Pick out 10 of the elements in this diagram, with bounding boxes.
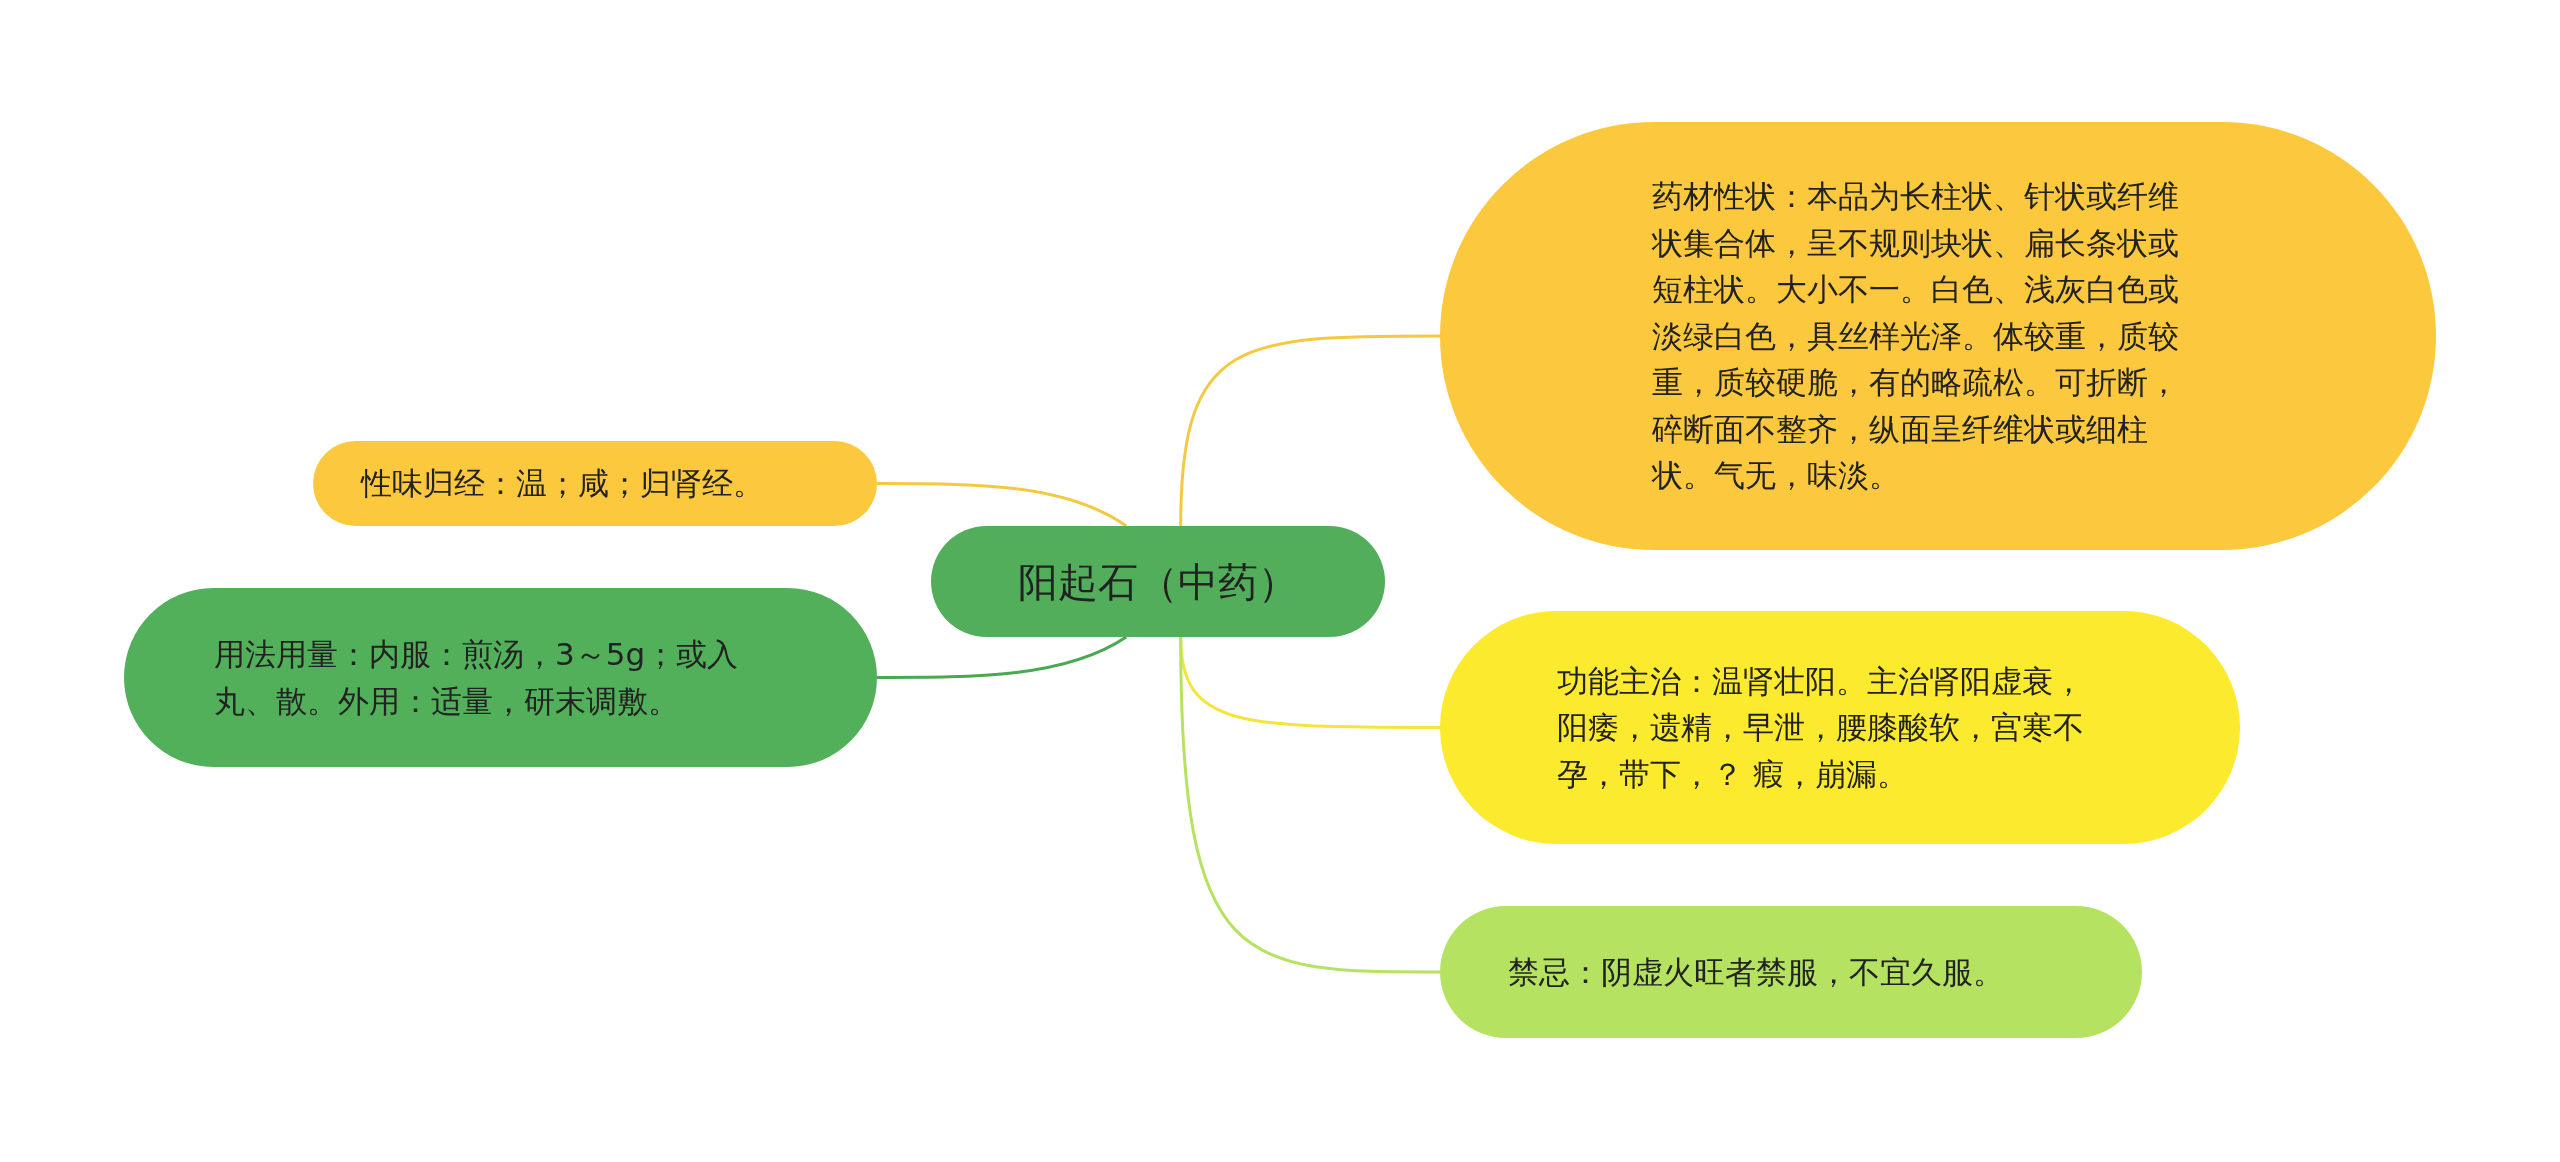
topic-text: 用法用量：内服：煎汤，3～5g；或入丸、散。外用：适量，研末调敷。 (214, 635, 740, 721)
topic-text: 功能主治：温肾壮阳。主治肾阳虚衰，阳痿，遗精，早泄，腰膝酸软，宫寒不孕，带下，？ 瘕，崩漏。 (1557, 661, 2085, 794)
topic-text: 禁忌：阴虚火旺者禁服，不宜久服。 (1508, 952, 2004, 992)
topic-text: 药材性状：本品为长柱状、针状或纤维状集合体，呈不规则块状、扁长条状或短柱状。大小不一。白色、浅灰白色或淡绿白色，具丝样光泽。体较重，质较重，质较硬脆，有的略疏松。可折断，碎断面不整齐，纵面呈纤维状或细柱状。气无，味淡。 (1652, 177, 2180, 496)
topic-text: 性味归经：温；咸；归肾经。 (361, 464, 764, 504)
connector-line (877, 635, 1127, 679)
connector-line (877, 482, 1127, 528)
connector-line (1179, 334, 1440, 527)
connector-line (1179, 636, 1440, 974)
topic-text: 阳起石（中药） (1018, 557, 1298, 607)
